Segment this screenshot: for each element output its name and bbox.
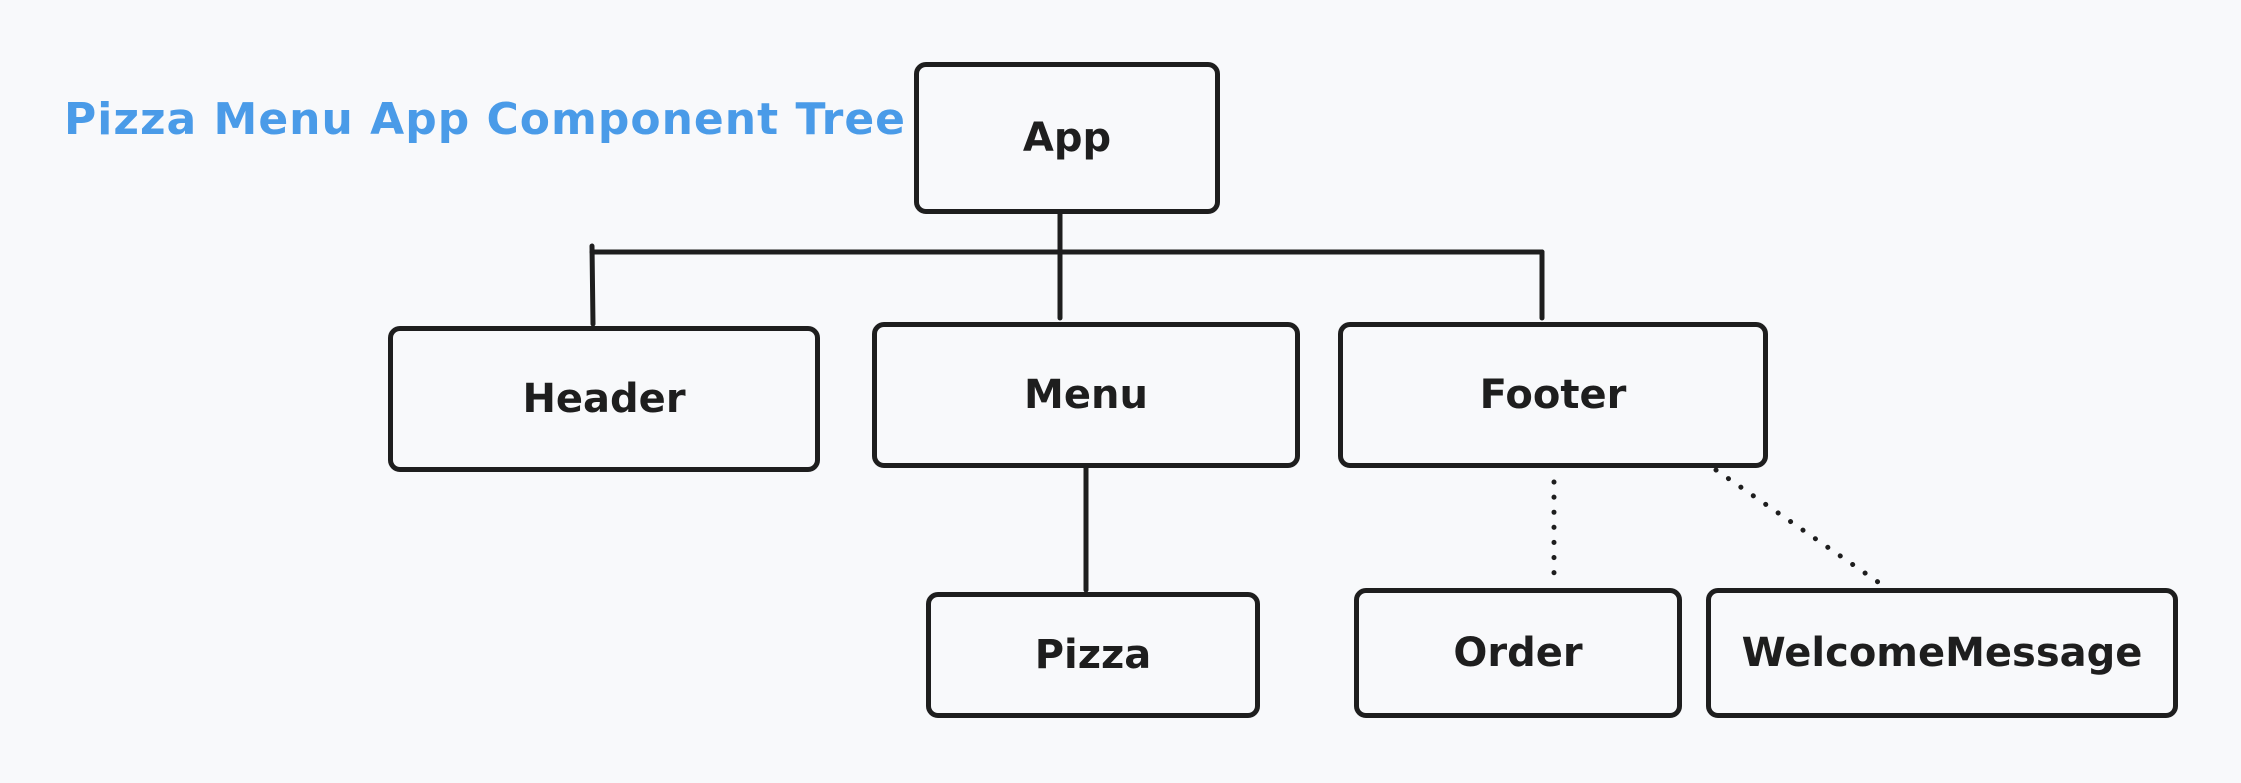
node-order: Order <box>1354 588 1682 718</box>
node-menu-label: Menu <box>1024 372 1148 418</box>
node-pizza: Pizza <box>926 592 1260 718</box>
node-footer-label: Footer <box>1479 372 1627 418</box>
node-welcome-message-label: WelcomeMessage <box>1741 630 2143 676</box>
node-footer: Footer <box>1338 322 1768 468</box>
node-header: Header <box>388 326 820 472</box>
diagram-title: Pizza Menu App Component Tree <box>64 94 907 145</box>
edge-app-header <box>589 243 596 327</box>
node-welcome-message: WelcomeMessage <box>1706 588 2178 718</box>
node-pizza-label: Pizza <box>1034 632 1152 678</box>
edge-footer-welcome <box>1713 467 1881 585</box>
node-app-label: App <box>1022 115 1112 161</box>
node-order-label: Order <box>1453 630 1583 676</box>
node-header-label: Header <box>522 376 686 422</box>
node-app: App <box>914 62 1220 214</box>
node-menu: Menu <box>872 322 1300 468</box>
